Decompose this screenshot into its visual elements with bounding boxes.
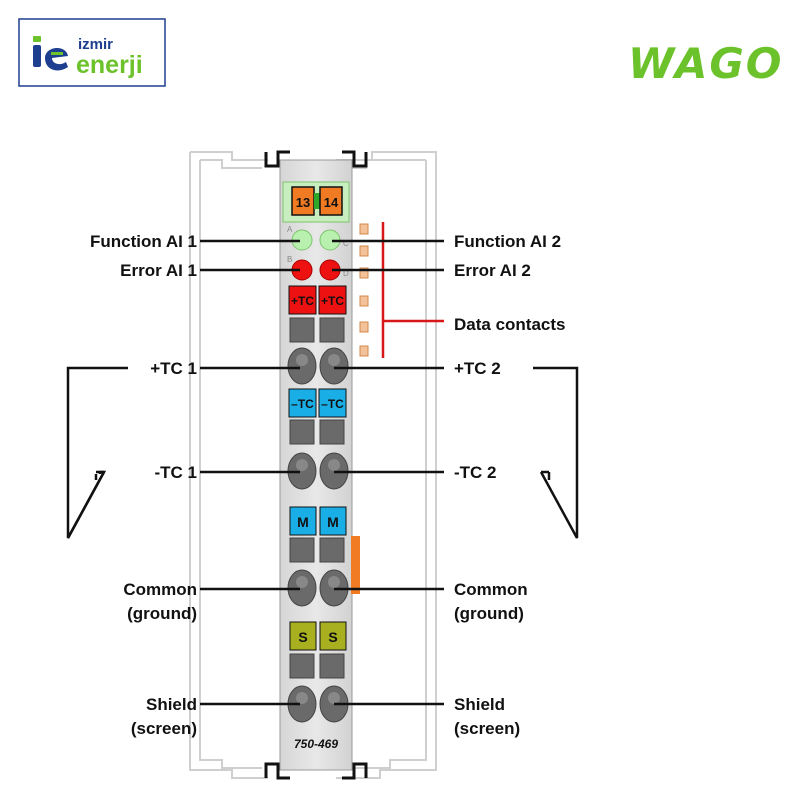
label-function-ai1: Function AI 1 [90,232,197,251]
terminal-shield [287,685,349,723]
data-contacts [359,223,369,357]
thermocouple-2-icon [533,366,579,539]
shield-key-2: S [319,621,347,651]
label-common-left-1: Common [123,580,197,599]
tc-minus-key-2: –TC [318,388,347,418]
label-shield-right-1: Shield [454,695,505,714]
label-tc-minus-1: -TC 1 [155,463,198,482]
label-shield-right-2: (screen) [454,719,520,738]
shield-key-1: S [289,621,317,651]
izmir-emblem-icon [33,36,68,71]
module-model-number: 750-469 [294,737,338,751]
leader-lines [200,239,444,706]
common-key-1-label: M [297,514,309,530]
tc-minus-key-2-label: –TC [321,397,344,411]
common-key-2-label: M [327,514,339,530]
label-function-ai2: Function AI 2 [454,232,561,251]
tc-plus-key-1-label: +TC [291,294,314,308]
label-error-ai2: Error AI 2 [454,261,531,280]
connector-bridge [314,193,320,209]
label-shield-left-1: Shield [146,695,197,714]
izmir-logo-text: izmir [78,36,113,53]
izmir-enerji-logo: izmir enerji [18,18,166,87]
label-common-right-2: (ground) [454,604,524,623]
thermocouple-1-icon [66,366,128,539]
led-letter-c: C [343,239,349,248]
din-rail-outline [189,151,437,779]
tc-plus-key-1: +TC [288,285,317,315]
label-shield-left-2: (screen) [131,719,197,738]
enerji-logo-text: enerji [76,51,143,79]
connector-14[interactable]: 14 [319,186,343,216]
connector-13[interactable]: 13 [291,186,315,216]
label-error-ai1: Error AI 1 [120,261,197,280]
tc-plus-key-2: +TC [318,285,347,315]
tc-minus-key-1: –TC [288,388,317,418]
common-key-2: M [319,506,347,536]
module-clip [264,150,368,780]
led-letter-a: A [287,225,293,234]
label-common-right-1: Common [454,580,528,599]
led-letter-d: D [343,269,349,278]
connector-14-label: 14 [324,195,339,210]
tc-plus-key-2-label: +TC [321,294,344,308]
tc-minus-key-1-label: –TC [291,397,314,411]
terminal-tc-minus [287,452,349,490]
label-tc-minus-2: -TC 2 [454,463,497,482]
power-jumper-contact [351,536,360,594]
label-tc-plus-1: +TC 1 [150,359,197,378]
shield-key-2-label: S [328,629,337,645]
wago-logo: WAGO [628,39,784,88]
terminal-tc-plus [287,347,349,385]
connector-13-label: 13 [296,195,310,210]
release-buttons [289,317,345,679]
common-key-1: M [289,506,317,536]
led-letter-b: B [287,255,292,264]
label-common-left-2: (ground) [127,604,197,623]
shield-key-1-label: S [298,629,307,645]
label-tc-plus-2: +TC 2 [454,359,501,378]
label-data-contacts: Data contacts [454,315,565,334]
terminal-common [287,569,349,607]
